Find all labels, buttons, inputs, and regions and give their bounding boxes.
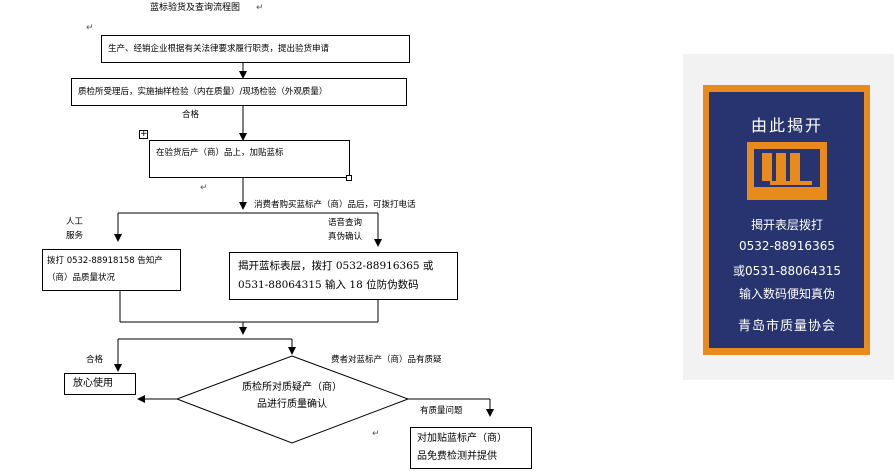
- label-problem: 有质量问题: [420, 406, 463, 416]
- step-label-text: 在验货后产（商）品上，加贴蓝标: [156, 148, 284, 158]
- use-safely-box[interactable]: 放心使用: [64, 373, 136, 395]
- label-doubt: 费者对蓝标产（商）品有质疑: [331, 355, 442, 365]
- card-line-3: 或0531-88064315: [733, 264, 841, 278]
- manual-service-line-2: （商）品质量状况: [47, 273, 116, 283]
- card-line-4: 输入数码便知真伪: [738, 287, 836, 301]
- paragraph-mark-icon: ↵: [372, 429, 380, 439]
- free-test-box[interactable]: 对加贴蓝标产（商） 品免费检测并提供: [410, 427, 532, 469]
- free-test-line-1: 对加贴蓝标产（商）: [417, 433, 507, 444]
- paragraph-mark-icon: ↵: [256, 3, 264, 13]
- label-pass-1: 合格: [182, 110, 200, 120]
- paragraph-mark-icon: ↵: [86, 23, 94, 33]
- decision-line-1: 质检所对质疑产（商）: [242, 382, 342, 393]
- step-inspect-text: 质检所受理后，实施抽样检验（内在质量）/现场检验（外观质量）: [78, 87, 328, 97]
- blue-label-panel: [709, 92, 864, 348]
- card-footer: 青岛市质量协会: [737, 319, 837, 334]
- voice-query-box[interactable]: 揭开蓝标表层，拨打 0532-88916365 或 0531-88064315 …: [229, 252, 458, 300]
- voice-query-line-1: 揭开蓝标表层，拨打 0532-88916365 或: [238, 260, 434, 272]
- label-consumer: 消费者购买蓝标产（商）品后，可拨打电话: [254, 200, 416, 210]
- step-inspect-box[interactable]: 质检所受理后，实施抽样检验（内在质量）/现场检验（外观质量）: [71, 78, 407, 106]
- peel-tab-icon: [747, 142, 827, 200]
- resize-handle-icon[interactable]: [346, 175, 352, 181]
- card-header: 由此揭开: [750, 116, 824, 135]
- label-voice-2: 真伪确认: [328, 232, 363, 242]
- move-handle-icon[interactable]: +: [139, 129, 148, 139]
- step-label-box[interactable]: 在验货后产（商）品上，加贴蓝标: [149, 140, 350, 178]
- card-line-1: 揭开表层拨打: [750, 218, 824, 232]
- card-line-2: 0532-88916365: [739, 239, 835, 253]
- label-manual-1: 人工: [66, 217, 84, 227]
- manual-service-box[interactable]: 拨打 0532-88918158 告知产 （商）品质量状况: [42, 249, 181, 291]
- label-pass-2: 合格: [86, 355, 104, 365]
- voice-query-line-2: 0531-88064315 输入 18 位防伪数码: [238, 279, 419, 291]
- decision-line-2: 品进行质量确认: [257, 399, 327, 410]
- free-test-line-2: 品免费检测并提供: [417, 451, 497, 462]
- use-safely-text: 放心使用: [73, 378, 113, 389]
- flow-title: 蓝标验货及查询流程图: [150, 3, 241, 13]
- step-apply-text: 生产、经销企业根据有关法律要求履行职责，提出验货申请: [108, 44, 330, 54]
- label-voice-1: 语音查询: [328, 218, 363, 228]
- manual-service-line-1: 拨打 0532-88918158 告知产: [47, 256, 163, 266]
- label-manual-2: 服务: [66, 231, 84, 241]
- paragraph-mark-icon: ↵: [200, 183, 208, 193]
- step-apply-box[interactable]: 生产、经销企业根据有关法律要求履行职责，提出验货申请: [101, 35, 410, 63]
